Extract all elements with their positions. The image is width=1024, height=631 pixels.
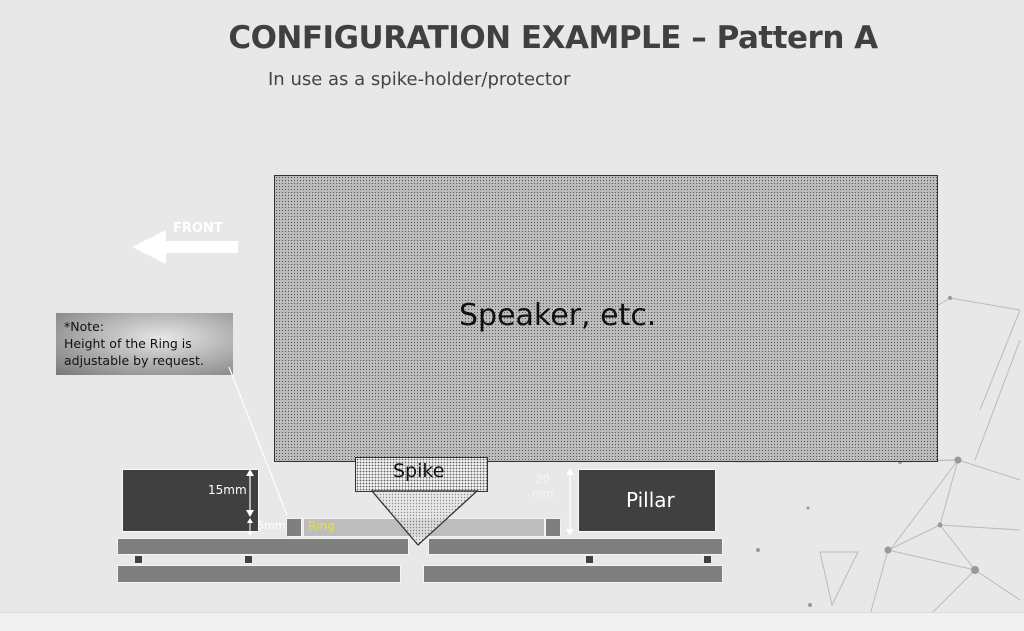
- lower-plate-right: [423, 565, 723, 583]
- dim-15mm: 15mm: [208, 483, 247, 497]
- foot: [703, 555, 712, 564]
- pillar-block: [578, 469, 716, 532]
- ring-label: Ring: [308, 519, 335, 533]
- upper-plate-right: [428, 538, 723, 555]
- pillar-label: Pillar: [626, 488, 675, 512]
- ring-left-end: [286, 518, 302, 537]
- foot: [244, 555, 253, 564]
- speaker-box: [274, 175, 938, 462]
- speaker-label: Speaker, etc.: [459, 298, 657, 333]
- note-box: *Note: Height of the Ring is adjustable …: [56, 313, 233, 375]
- ring-right-end: [545, 518, 561, 537]
- note-line: adjustable by request.: [64, 353, 204, 368]
- slide-title: CONFIGURATION EXAMPLE – Pattern A: [228, 20, 878, 56]
- note-line: Height of the Ring is: [64, 336, 192, 351]
- slide-subtitle: In use as a spike-holder/protector: [268, 69, 571, 90]
- front-arrow-icon: [132, 230, 238, 264]
- spike-label: Spike: [393, 460, 445, 482]
- lower-plate-left: [117, 565, 401, 583]
- dim-20mm: 20 mm: [532, 473, 553, 501]
- bottom-strip: [0, 612, 1024, 631]
- dim-arrow-15mm: [246, 469, 254, 536]
- network-decoration: [734, 296, 1021, 616]
- dim-arrow-20mm: [566, 468, 574, 536]
- dim-20mm-value: 20: [535, 473, 550, 486]
- left-block: [122, 469, 259, 532]
- dim-5mm: 5mm: [257, 519, 286, 532]
- front-label: FRONT: [173, 221, 223, 236]
- spike-tip: [370, 490, 479, 546]
- note-pointer-line: [228, 366, 288, 516]
- note-line: *Note:: [64, 319, 105, 334]
- foot: [134, 555, 143, 564]
- upper-plate-left: [117, 538, 409, 555]
- dim-20mm-unit: mm: [532, 487, 554, 500]
- spike-body: [355, 457, 488, 492]
- foot: [585, 555, 594, 564]
